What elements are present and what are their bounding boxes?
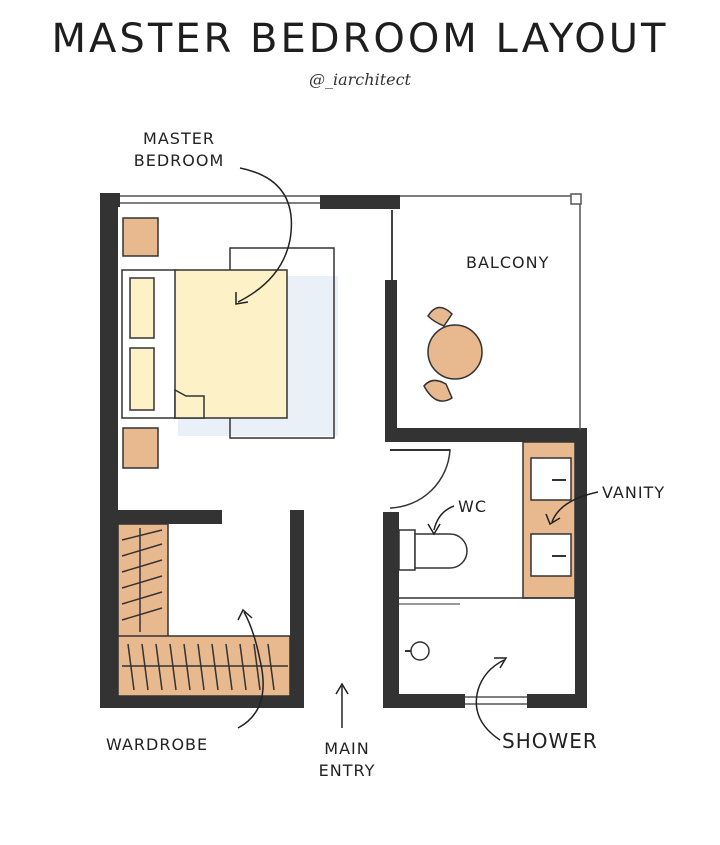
wardrobe-arrow [237,611,264,729]
wc-arrow [433,505,455,531]
toilet-tank [398,529,416,571]
bathroom-bottom-wall-right [527,694,587,708]
balcony-chair-top [427,306,453,327]
shower-arrow [475,659,505,741]
bathroom-bottom-wall-left [383,694,465,708]
main-entry-label-line2: ENTRY [318,761,376,780]
annotation-arrows [235,167,599,741]
balcony-table [427,324,483,380]
page-title: MASTER BEDROOM LAYOUT [51,16,669,62]
shower-drain [410,641,430,661]
wardrobe-label: WARDROBE [106,735,209,754]
vanity-label: VANITY [602,483,666,502]
bed-fold [174,388,205,419]
wardrobe-unit [117,523,291,697]
pillow-top [129,277,155,339]
author-handle: @_iarchitect [309,70,411,89]
top-wall-left [100,193,120,207]
master-bedroom-arrow [237,167,293,303]
bedroom-furniture [121,217,335,469]
toilet-bowl [414,533,468,569]
bathroom-fixtures [389,441,576,661]
balcony-furniture [423,306,483,402]
bedside-table-bottom [122,427,159,469]
bathroom-right-wall [575,428,587,708]
hangers-side [121,528,163,632]
wardrobe-right-wall [290,510,304,708]
main-entry-label: MAIN ENTRY [305,738,389,782]
wc-door-swing [389,449,451,509]
vanity-arrow [551,491,599,523]
balcony-divider-wall [385,280,397,440]
master-bedroom-label: MASTER BEDROOM [124,128,234,172]
wc-label: WC [458,497,487,516]
walls [100,193,587,708]
pillow-bottom [129,347,155,411]
bed [174,269,288,419]
master-bedroom-label-line1: MASTER [143,129,215,148]
shower-label: SHOWER [502,729,598,753]
balcony-chair-bottom [423,379,453,402]
wardrobe-bottom-wall [100,694,304,708]
bedside-table-top [122,217,159,257]
top-wall-middle [320,195,400,209]
balcony-label: BALCONY [466,253,550,272]
hangers-bottom [122,643,288,691]
wardrobe-top-wall [112,510,222,524]
master-bedroom-label-line2: BEDROOM [133,151,225,170]
left-wall [100,193,118,707]
windows [120,193,582,705]
main-entry-label-line1: MAIN [324,739,370,758]
bathroom-top-wall [385,428,585,442]
bathroom-left-wall [383,512,399,708]
